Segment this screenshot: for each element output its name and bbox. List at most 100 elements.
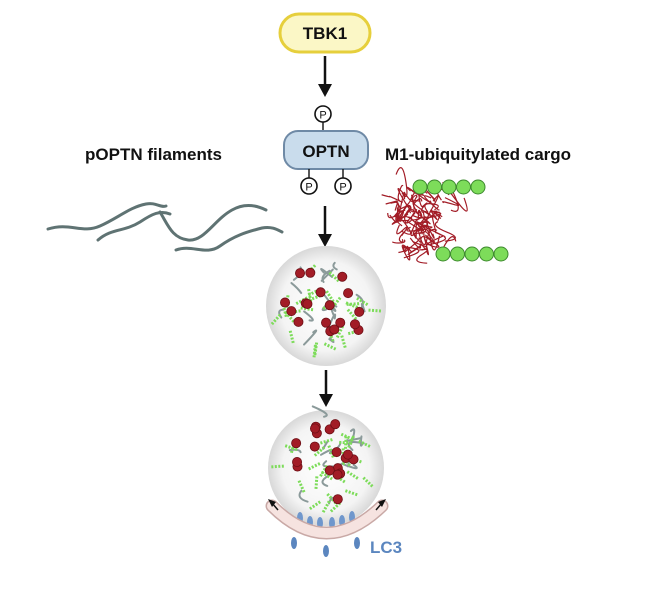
cargo-strand [381, 194, 400, 202]
cargo-strand [397, 219, 410, 227]
cargo-strand [391, 239, 406, 244]
ubiquitin-fibril [340, 335, 348, 350]
cargo-particle [330, 419, 341, 430]
cargo-particle [293, 316, 304, 327]
ubiquitin-fibril [314, 476, 319, 491]
ubiquitin-fibril [281, 304, 289, 319]
cargo-particle [309, 441, 320, 452]
ubiquitin-fibril [346, 329, 361, 336]
filament-strand [332, 261, 338, 271]
filament-strand [288, 448, 302, 454]
cargo-strand [385, 200, 399, 205]
ubiquitin-bead [493, 246, 509, 262]
ubiquitin-fibril [321, 500, 331, 515]
ubiquitin-fibril [346, 435, 355, 450]
cargo-strand [389, 207, 399, 223]
ubiquitin-fibril [368, 308, 383, 313]
filament-strand [328, 337, 335, 344]
cargo-particle [280, 297, 291, 308]
ubiquitin-fibril [313, 342, 319, 357]
ubiquitin-fibril [289, 440, 297, 455]
cargo-particle [342, 449, 353, 460]
ubiquitin-fibril [345, 301, 360, 310]
cargo-strand [406, 186, 432, 204]
filament-strand [303, 310, 314, 322]
cargo-strand [424, 203, 439, 213]
lc3-molecule [354, 537, 360, 549]
lc3-molecule [323, 545, 329, 557]
cargo-strand [442, 197, 460, 207]
m1-ubiquitylated-cargo-illustration [381, 167, 509, 264]
phospho-top-label: P [319, 110, 326, 122]
cargo-strand [416, 248, 428, 264]
phospho-bottom-right-badge: P [334, 169, 352, 195]
cargo-strand [423, 210, 435, 239]
poptn-filaments-label: pOPTN filaments [85, 145, 222, 164]
filament-strand [298, 489, 309, 503]
cargo-particle [295, 268, 306, 279]
ubiquitin-fibril [294, 296, 308, 306]
filament-strand [321, 269, 331, 283]
ubiquitin-fibril [346, 308, 359, 322]
ubiquitin-fibril [321, 301, 335, 311]
ubiquitin-fibril [306, 462, 321, 471]
ubiquitin-bead [412, 179, 428, 195]
ubiquitin-fibril [312, 344, 317, 359]
ubiquitin-fibril [362, 476, 375, 489]
cargo-particle [291, 438, 302, 449]
ubiquitin-fibril [269, 464, 284, 469]
cargo-strand [422, 224, 446, 238]
ubiquitin-fibril [306, 288, 321, 298]
cargo-strand [426, 210, 442, 219]
cargo-strand [410, 221, 430, 237]
lc3-label: LC3 [370, 538, 402, 557]
phospho-bottom-left-label: P [305, 182, 312, 194]
cargo-strand [412, 240, 428, 251]
cargo-particle [292, 457, 303, 468]
arrow-to-autophagosome [319, 370, 333, 407]
cargo-strand [398, 194, 418, 218]
ubiquitin-fibril [300, 306, 315, 312]
ubiquitin-bead [450, 246, 465, 262]
cargo-strand [402, 246, 420, 259]
cargo-particle [321, 317, 332, 328]
lc3-molecule [329, 517, 335, 529]
ubiquitin-bead [441, 179, 457, 195]
cargo-particle [315, 287, 326, 298]
cargo-strand [395, 167, 408, 197]
ubiquitin-fibril [339, 440, 354, 445]
cargo-particle [332, 469, 343, 480]
filament-strand [341, 462, 358, 470]
cargo-particle [335, 317, 346, 328]
tbk1-node: TBK1 [278, 12, 372, 54]
arrow-to-condensate [318, 206, 332, 247]
ubiquitin-bead [479, 246, 494, 262]
condensate-sphere [266, 246, 386, 366]
phospho-top-badge: P [314, 105, 332, 131]
optn-label: OPTN [302, 142, 349, 161]
ubiquitin-fibril [346, 470, 360, 481]
ubiquitin-fibril [284, 311, 296, 324]
ubiquitin-fibril [288, 330, 296, 345]
ubiquitin-fibril [340, 432, 355, 442]
cargo-particle [324, 300, 335, 311]
cargo-strand [423, 237, 440, 248]
optn-node: OPTN [283, 130, 369, 170]
ubiquitin-fibril [328, 271, 341, 284]
cargo-particle [337, 271, 348, 282]
ubiquitin-bead [435, 246, 451, 262]
tbk1-label: TBK1 [303, 24, 347, 43]
phospho-bottom-right-label: P [339, 182, 346, 194]
condensate-sphere-with-phagophore [265, 405, 389, 557]
cargo-strand [396, 224, 408, 237]
cargo-strand [414, 222, 423, 239]
cargo-strand [417, 228, 438, 246]
cargo-strand [397, 184, 404, 203]
cargo-strand [412, 195, 423, 205]
ubiquitin-fibril [323, 342, 338, 352]
cargo-strand [395, 205, 412, 222]
ubiquitin-fibril [335, 325, 345, 340]
cargo-particle [343, 288, 354, 299]
ubiquitin-fibril [269, 313, 282, 327]
ubiquitin-fibril [312, 446, 326, 458]
